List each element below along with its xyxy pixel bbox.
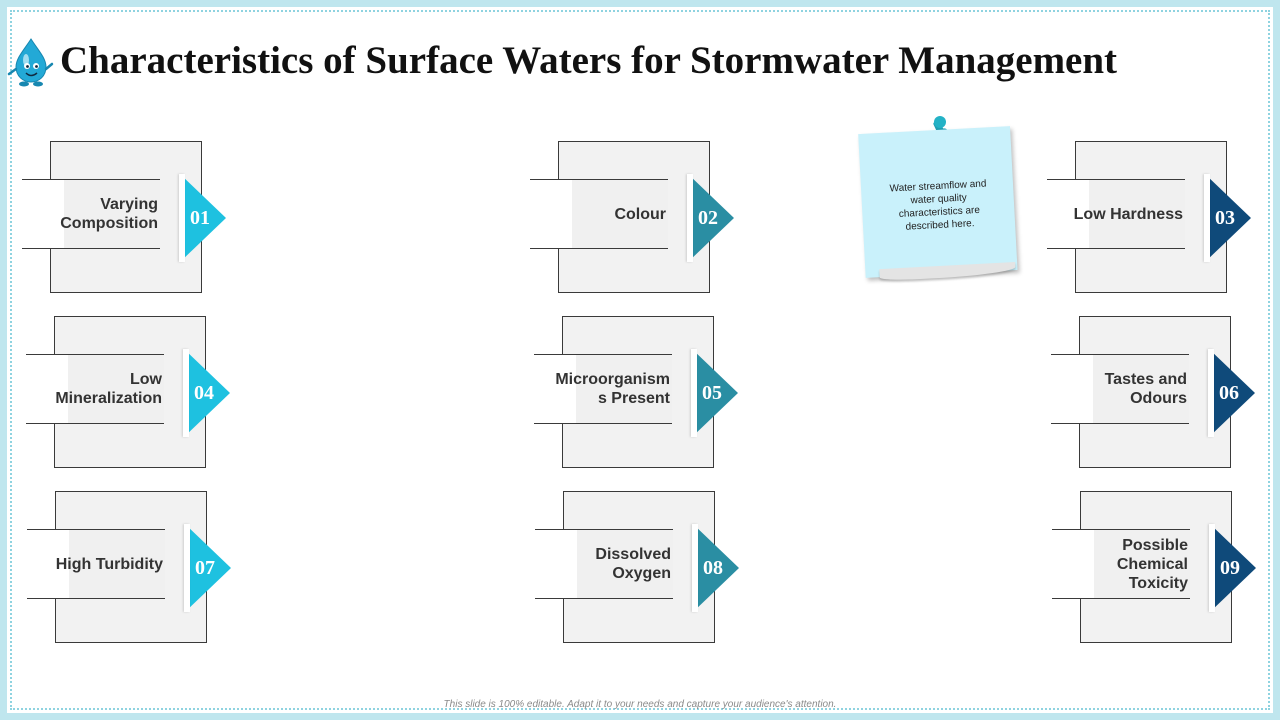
characteristic-card: Dissolved Oxygen 08 bbox=[535, 491, 765, 643]
card-number: 02 bbox=[698, 206, 718, 229]
characteristic-card: Tastes and Odours 06 bbox=[1051, 316, 1280, 468]
characteristic-card: Colour 02 bbox=[530, 141, 760, 293]
card-number: 08 bbox=[703, 556, 723, 579]
card-band-shade bbox=[1089, 180, 1185, 248]
card-arrow-strip bbox=[692, 524, 698, 612]
characteristic-card: Microorganism s Present 05 bbox=[534, 316, 764, 468]
characteristic-card: High Turbidity 07 bbox=[27, 491, 257, 643]
card-label: Colour bbox=[614, 205, 666, 223]
card-label: Tastes and Odours bbox=[1104, 371, 1187, 407]
card-arrow-strip bbox=[1204, 174, 1210, 262]
card-label: Varying Composition bbox=[60, 196, 158, 232]
card-band-shade bbox=[572, 180, 668, 248]
card-label: Microorganism s Present bbox=[555, 371, 670, 407]
card-arrow-strip bbox=[1208, 349, 1214, 437]
card-label: Possible Chemical Toxicity bbox=[1116, 536, 1188, 592]
page-title: Characteristics of Surface Waters for St… bbox=[60, 39, 1118, 82]
card-label: Low Mineralization bbox=[55, 371, 162, 407]
characteristic-card: Varying Composition 01 bbox=[22, 141, 252, 293]
card-arrow-strip bbox=[687, 174, 693, 262]
card-number: 06 bbox=[1219, 381, 1239, 404]
chevron-right-icon bbox=[1205, 174, 1251, 262]
card-label: Low Hardness bbox=[1073, 205, 1183, 223]
slide-frame-border bbox=[10, 10, 1270, 710]
card-arrow-strip bbox=[691, 349, 697, 437]
card-number: 05 bbox=[702, 381, 722, 404]
sticky-note: Water streamflow and water quality chara… bbox=[858, 126, 1018, 284]
card-number: 03 bbox=[1215, 206, 1235, 229]
chevron-right-icon bbox=[180, 174, 226, 262]
chevron-right-icon bbox=[1210, 524, 1256, 612]
card-band-shade bbox=[68, 355, 164, 423]
water-drop-mascot-icon bbox=[7, 38, 54, 87]
card-band-shade bbox=[69, 530, 165, 598]
chevron-right-icon bbox=[692, 349, 738, 437]
card-band-shade bbox=[1093, 355, 1189, 423]
chevron-right-icon bbox=[185, 524, 231, 612]
card-label: High Turbidity bbox=[55, 555, 163, 573]
card-arrow-strip bbox=[1209, 524, 1215, 612]
chevron-right-icon bbox=[688, 174, 734, 262]
card-band-shade bbox=[577, 530, 673, 598]
card-arrow-strip bbox=[184, 524, 190, 612]
card-band-shade bbox=[576, 355, 672, 423]
card-arrow-strip bbox=[183, 349, 189, 437]
card-number: 09 bbox=[1220, 556, 1240, 579]
sticky-note-text: Water streamflow and water quality chara… bbox=[889, 178, 987, 233]
chevron-right-icon bbox=[693, 524, 739, 612]
card-arrow-strip bbox=[179, 174, 185, 262]
card-band-shade bbox=[64, 180, 160, 248]
chevron-right-icon bbox=[184, 349, 230, 437]
characteristic-card: Low Mineralization 04 bbox=[26, 316, 256, 468]
characteristic-card: Possible Chemical Toxicity 09 bbox=[1052, 491, 1280, 643]
card-number: 01 bbox=[190, 206, 210, 229]
card-label: Dissolved Oxygen bbox=[595, 546, 671, 582]
footer-note: This slide is 100% editable. Adapt it to… bbox=[443, 699, 837, 710]
characteristic-card: Low Hardness 03 bbox=[1047, 141, 1277, 293]
card-number: 04 bbox=[194, 381, 214, 404]
card-number: 07 bbox=[195, 556, 215, 579]
card-band-shade bbox=[1094, 530, 1190, 598]
chevron-right-icon bbox=[1209, 349, 1255, 437]
